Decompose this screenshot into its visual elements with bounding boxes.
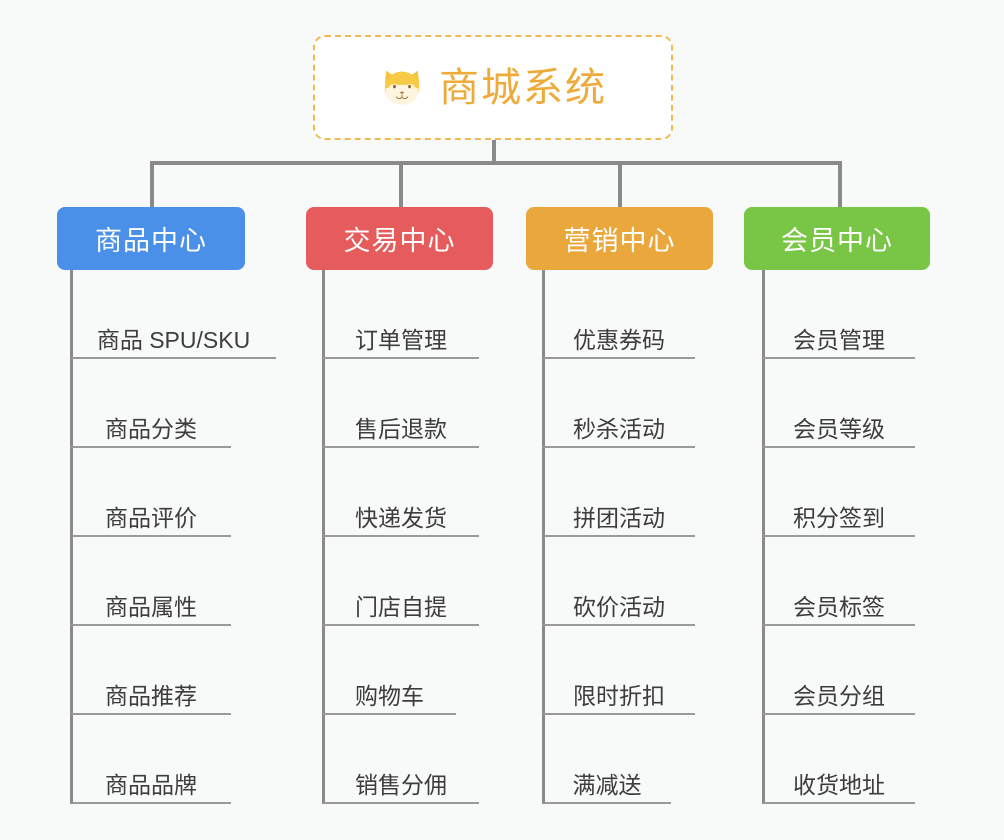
connector-drop-trade-center	[399, 161, 403, 207]
leaf-item[interactable]: 砍价活动	[543, 537, 695, 626]
leaf-item[interactable]: 商品 SPU/SKU	[71, 270, 276, 359]
leaf-item[interactable]: 会员等级	[763, 359, 915, 448]
connector-drop-marketing-center	[618, 161, 622, 207]
leaf-item-label: 会员分组	[793, 682, 885, 709]
leaf-item[interactable]: 优惠券码	[543, 270, 695, 359]
leaf-item-label: 限时折扣	[573, 682, 665, 709]
leaf-item[interactable]: 满减送	[543, 715, 671, 804]
leaf-item[interactable]: 商品属性	[71, 537, 231, 626]
leaf-item-label: 商品评价	[105, 504, 197, 531]
leaf-item[interactable]: 会员分组	[763, 626, 915, 715]
leaf-item[interactable]: 售后退款	[323, 359, 479, 448]
connector-root-stem	[492, 140, 496, 164]
leaf-item-label: 门店自提	[355, 593, 447, 620]
leaf-item[interactable]: 会员标签	[763, 537, 915, 626]
leaf-item-label: 会员等级	[793, 415, 885, 442]
leaf-item-label: 会员标签	[793, 593, 885, 620]
category-box-marketing-center[interactable]: 营销中心	[526, 207, 713, 270]
leaf-item[interactable]: 拼团活动	[543, 448, 695, 537]
leaf-item[interactable]: 商品评价	[71, 448, 231, 537]
root-node[interactable]: 商城系统	[313, 35, 673, 140]
leaf-item-label: 秒杀活动	[573, 415, 665, 442]
leaf-item-label: 商品属性	[105, 593, 197, 620]
shiba-dog-face-icon	[384, 70, 420, 105]
leaf-item-label: 商品 SPU/SKU	[96, 326, 251, 353]
leaf-item[interactable]: 销售分佣	[323, 715, 479, 804]
category-box-trade-center[interactable]: 交易中心	[306, 207, 493, 270]
leaf-item[interactable]: 门店自提	[323, 537, 479, 626]
leaf-item[interactable]: 积分签到	[763, 448, 915, 537]
leaf-item[interactable]: 订单管理	[323, 270, 479, 359]
leaf-item-label: 收货地址	[793, 771, 885, 798]
root-node-label: 商城系统	[439, 65, 607, 110]
leaf-item[interactable]: 快递发货	[323, 448, 479, 537]
connector-drop-product-center	[150, 161, 154, 207]
leaf-item-label: 售后退款	[355, 415, 447, 442]
leaf-column-marketing-center: 优惠券码 秒杀活动 拼团活动 砍价活动 限时折扣 满减送	[542, 270, 757, 804]
leaf-item-label: 快递发货	[355, 504, 447, 531]
leaf-item[interactable]: 商品分类	[71, 359, 231, 448]
column-spine-marketing-center	[542, 270, 545, 804]
leaf-item-label: 订单管理	[355, 326, 447, 353]
leaf-column-member-center: 会员管理 会员等级 积分签到 会员标签 会员分组 收货地址	[762, 270, 977, 804]
leaf-item-label: 积分签到	[793, 504, 885, 531]
leaf-item[interactable]: 商品品牌	[71, 715, 231, 804]
category-label-trade-center: 交易中心	[343, 226, 456, 256]
leaf-item-label: 拼团活动	[573, 504, 665, 531]
connector-horizontal-bus	[150, 161, 842, 165]
leaf-item-label: 商品分类	[105, 415, 197, 442]
category-label-product-center: 商品中心	[95, 226, 207, 256]
column-spine-trade-center	[322, 270, 325, 804]
leaf-item-label: 销售分佣	[355, 771, 447, 798]
leaf-item-label: 砍价活动	[573, 593, 665, 620]
leaf-item-label: 优惠券码	[573, 326, 665, 353]
category-label-marketing-center: 营销中心	[563, 226, 676, 256]
leaf-item[interactable]: 会员管理	[763, 270, 915, 359]
column-spine-member-center	[762, 270, 765, 804]
leaf-item[interactable]: 秒杀活动	[543, 359, 695, 448]
leaf-item[interactable]: 商品推荐	[71, 626, 231, 715]
leaf-item-label: 商品推荐	[105, 682, 197, 709]
leaf-column-trade-center: 订单管理 售后退款 快递发货 门店自提 购物车 销售分佣	[322, 270, 537, 804]
category-box-product-center[interactable]: 商品中心	[57, 207, 245, 270]
leaf-item[interactable]: 收货地址	[763, 715, 915, 804]
leaf-item-label: 商品品牌	[105, 771, 197, 798]
leaf-column-product-center: 商品 SPU/SKU 商品分类 商品评价 商品属性 商品推荐 商品品牌	[70, 270, 285, 804]
leaf-item-label: 购物车	[355, 682, 424, 709]
leaf-item[interactable]: 购物车	[323, 626, 456, 715]
category-label-member-center: 会员中心	[781, 226, 893, 256]
leaf-item[interactable]: 限时折扣	[543, 626, 695, 715]
leaf-item-label: 满减送	[572, 771, 642, 798]
category-box-member-center[interactable]: 会员中心	[744, 207, 930, 270]
connector-drop-member-center	[838, 161, 842, 207]
column-spine-product-center	[70, 270, 73, 804]
leaf-item-label: 会员管理	[793, 326, 885, 353]
